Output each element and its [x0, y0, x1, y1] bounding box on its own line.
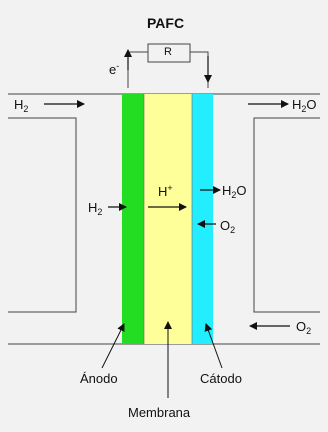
left-channel-outline: [8, 117, 77, 313]
resistor-label: R: [164, 46, 172, 58]
cathode-pointer: [204, 323, 223, 369]
membrane-layer: [144, 94, 192, 344]
diagram-title: PAFC: [147, 15, 185, 31]
h2o-outlet-label: H2O: [292, 97, 317, 114]
anode-pointer: [101, 323, 125, 369]
o2-inner-label: O2: [220, 218, 236, 235]
circuit-wire-left: [127, 51, 148, 88]
resistor-box: [147, 43, 191, 63]
membrane-label: Membrana: [128, 405, 191, 420]
h2-inner-label: H2: [88, 200, 103, 217]
o2-inlet-label: O2: [296, 319, 312, 336]
anode-label: Ánodo: [80, 371, 118, 386]
electron-label: e-: [109, 61, 120, 77]
hplus-label: H+: [158, 183, 173, 199]
right-channel-outline: [253, 117, 320, 313]
h2-inlet-label: H2: [14, 97, 29, 114]
cathode-label: Cátodo: [200, 371, 242, 386]
circuit-wire-right: [190, 51, 209, 88]
h2o-inner-label: H2O: [222, 183, 247, 200]
cathode-layer: [192, 94, 213, 344]
anode-layer: [122, 94, 144, 344]
